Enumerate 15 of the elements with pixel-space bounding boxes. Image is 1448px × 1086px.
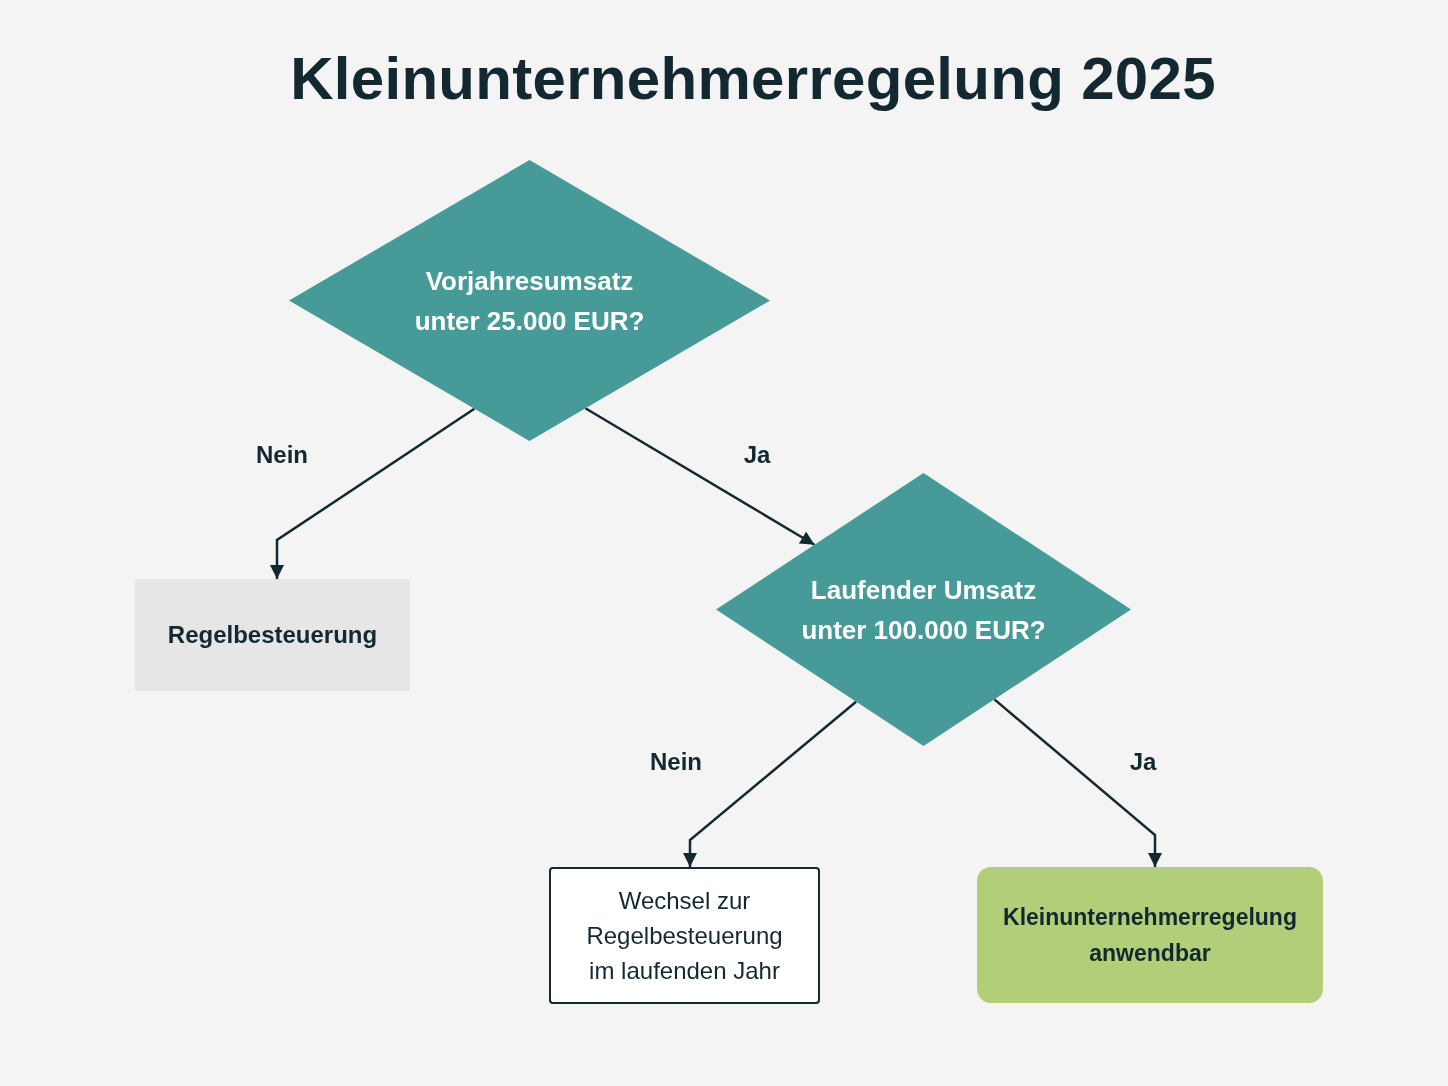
process-box bbox=[135, 579, 410, 691]
decision-diamond bbox=[289, 160, 770, 441]
node-text: Wechsel zur Regelbesteuerung im laufenden Jahr bbox=[585, 886, 784, 986]
node-text: Laufender Umsatz unter 100.000 EUR? bbox=[800, 573, 1047, 647]
arrow bbox=[270, 407, 476, 579]
node-text: Regelbesteuerung bbox=[167, 620, 378, 650]
node-text: Kleinunternehmerregelung anwendbar bbox=[1002, 903, 1298, 968]
arrow bbox=[993, 698, 1162, 867]
diagram-title: Kleinunternehmerregelung 2025 bbox=[290, 44, 1216, 113]
arrow bbox=[683, 700, 857, 867]
process-box bbox=[549, 867, 820, 1004]
result-box bbox=[977, 867, 1323, 1003]
node-text: Vorjahresumsatz unter 25.000 EUR? bbox=[413, 264, 646, 338]
decision-diamond bbox=[716, 473, 1131, 746]
arrow bbox=[584, 407, 816, 546]
